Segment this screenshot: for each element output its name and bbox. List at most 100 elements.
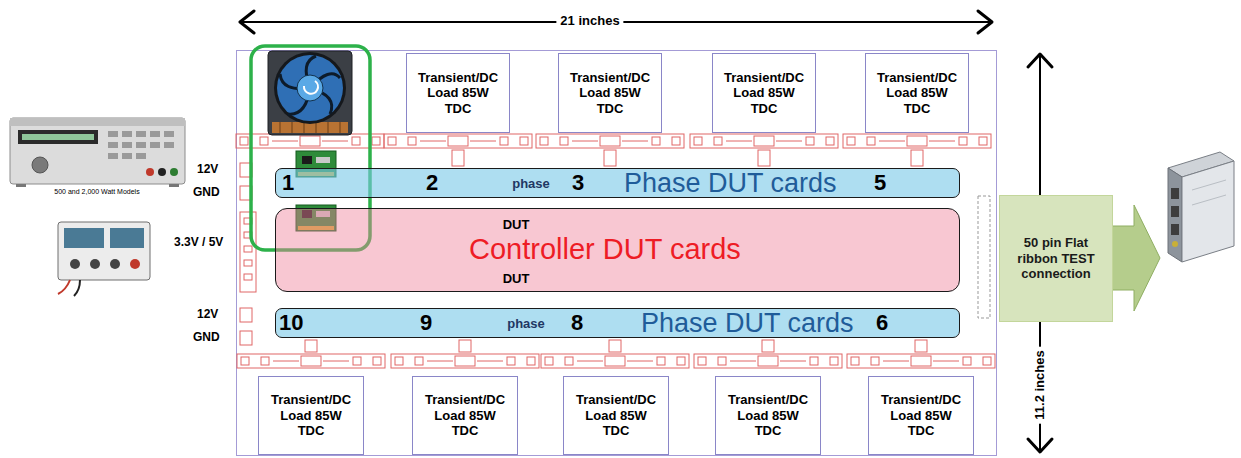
connector-stub [604,150,616,166]
load-box: Transient/DC Load 85W TDC [712,53,816,133]
height-dimension [1028,54,1052,67]
test-instrument [1171,206,1179,217]
callout-number: 5 [874,172,886,194]
bench-power-supply [169,184,179,187]
bench-power-supply [32,157,48,173]
power-connector [240,308,252,322]
connector-row [236,134,995,368]
bench-power-supply [108,131,118,137]
ribbon-header [978,196,990,318]
bench-dc-supply [110,228,144,248]
load-label: Transient/DC Load 85W TDC [878,392,964,439]
cpu-fan-heatsink [304,122,305,133]
load-label: Transient/DC Load 85W TDC [573,392,659,439]
connector-row [847,354,995,368]
load-box: Transient/DC Load 85W TDC [258,376,364,455]
bench-power-supply [170,168,178,176]
cpu-fan-heatsink [274,52,346,124]
test-instrument [1172,241,1178,247]
connector-row [236,134,384,148]
power-rail-label: 12V [197,308,218,322]
connector-row [536,134,684,148]
instrument-caption: 500 and 2,000 Watt Models [54,188,139,196]
band-label: phase [507,317,545,330]
width-dimension [240,11,254,33]
bench-power-supply [150,142,160,148]
bench-power-supply [136,142,146,148]
bench-power-supply [10,118,185,184]
band-title: Phase DUT cards [624,170,837,197]
power-rail-label: 12V [197,163,218,177]
bench-power-supply [122,131,132,137]
dut-card-thumbnail [316,157,330,163]
band-label: DUT [503,272,530,285]
bench-power-supply [136,131,146,137]
bench-power-supply [108,153,118,159]
cpu-fan-heatsink [268,51,352,135]
cpu-fan-heatsink [280,122,281,133]
height-dimension [1028,439,1052,452]
connector-row [690,134,838,148]
load-box: Transient/DC Load 85W TDC [563,376,669,455]
dimension-label: 11.2 inches [1033,346,1048,423]
cpu-fan-heatsink [268,51,352,135]
dut-card-thumbnail [302,156,312,164]
load-box: Transient/DC Load 85W TDC [558,53,662,133]
connector-stub [609,340,621,352]
board-outline [237,51,997,456]
phase-card-band: phase Phase DUT cards [275,168,960,198]
load-box: Transient/DC Load 85W TDC [406,53,510,133]
bench-dc-supply [58,280,70,294]
bench-power-supply [18,130,98,144]
load-box: Transient/DC Load 85W TDC [412,376,518,455]
ribbon-arrow [1108,205,1160,311]
bench-power-supply [158,168,166,176]
load-label: Transient/DC Load 85W TDC [725,392,811,439]
load-box: Transient/DC Load 85W TDC [715,376,821,455]
connector-stub [459,340,471,352]
connector-stub [305,340,317,352]
power-connector [244,246,252,252]
bench-power-supply [108,142,118,148]
bench-power-supply [164,142,174,148]
connector-row [391,354,539,368]
bench-dc-supply [64,228,104,248]
bench-dc-supply [130,259,140,269]
ribbon-header [978,196,990,318]
test-instrument [1182,161,1234,262]
load-label: Transient/DC Load 85W TDC [415,70,501,117]
load-label: Transient/DC Load 85W TDC [268,392,354,439]
power-connector [240,331,252,345]
connector-row [843,134,991,148]
load-label: Transient/DC Load 85W TDC [422,392,508,439]
connector-row [384,134,532,148]
connector-stub [762,340,774,352]
bench-power-supply [164,131,174,137]
connector-stub [452,150,464,166]
bench-power-supply [122,142,132,148]
callout-number: 6 [876,312,888,334]
power-connector [244,260,252,266]
connector-row [541,354,689,368]
ribbon-connection-panel: 50 pin Flat ribbon TEST connection [999,195,1113,322]
bench-power-supply [16,184,26,187]
power-rail-label: GND [193,186,220,200]
band-label: DUT [503,218,530,231]
connector-stub [758,150,770,166]
callout-number: 1 [282,172,294,194]
callout-number: 8 [571,312,583,334]
band-title: Phase DUT cards [641,310,854,337]
bench-dc-supply [90,259,100,269]
panel-label: 50 pin Flat ribbon TEST connection [1006,235,1106,282]
cpu-fan-heatsink [292,122,293,133]
power-rail-label: 3.3V / 5V [174,236,223,250]
callout-number: 3 [572,172,584,194]
test-instrument [1171,188,1179,199]
dimension-label: 21 inches [556,14,623,29]
band-label: phase [512,177,550,190]
cpu-fan-heatsink [340,122,341,133]
bench-dc-supply [110,259,120,269]
controller-card-band: DUTController DUT cardsDUT [275,208,960,292]
connector-stub [911,150,923,166]
load-box: Transient/DC Load 85W TDC [868,376,974,455]
